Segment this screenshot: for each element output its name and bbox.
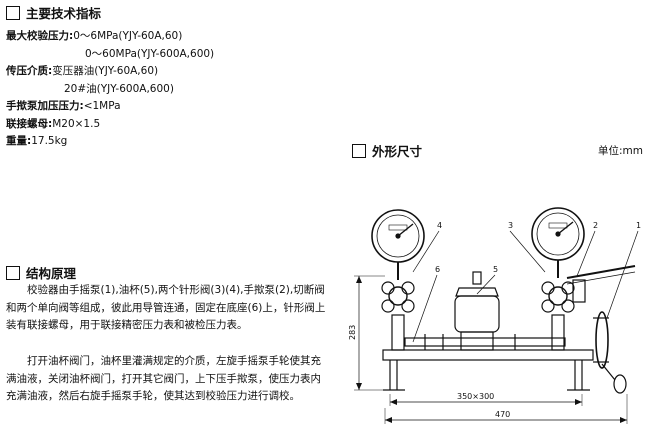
hand-press-lever	[566, 265, 636, 279]
specs-list: 最大校验压力:0～6MPa(YJY-60A,60) 0～60MPa(YJY-60…	[6, 28, 214, 151]
dim-base-label: 350×300	[457, 392, 494, 401]
spec-row: 传压介质:变压器油(YJY-60A,60)	[6, 65, 159, 77]
specs-title: 主要技术指标	[26, 6, 102, 21]
principle-paragraph-1: 校验器由手摇泵(1),油杯(5),两个针形阀(3)(4),手揿泵(2),切断阀和…	[6, 284, 326, 331]
calibrator-drawing: 4 3 2 1 6 5 283 350×300 470	[348, 207, 641, 424]
dim-height-label: 283	[348, 325, 357, 340]
spec-row: 最大校验压力:0～6MPa(YJY-60A,60)	[6, 30, 183, 42]
dimensions-heading: 外形尺寸	[352, 141, 422, 160]
checkbox-icon	[6, 266, 20, 280]
callout-3: 3	[508, 221, 513, 230]
pipeline	[404, 337, 566, 347]
oil-cup	[454, 271, 500, 351]
dim-total-label: 470	[495, 410, 510, 419]
principle-heading: 结构原理	[6, 263, 76, 282]
hand-wheel	[593, 311, 627, 394]
dimensions-title: 外形尺寸	[372, 144, 423, 159]
dimensions-unit: 单位:mm	[598, 145, 643, 157]
spec-row: 重量:17.5kg	[6, 135, 68, 147]
spec-row: 联接螺母:M20×1.5	[6, 117, 101, 130]
spec-row: 20#油(YJY-600A,600)	[64, 82, 174, 95]
base-plate	[382, 349, 594, 361]
principle-paragraph-2: 打开油杯阀门，油杯里灌满规定的介质，左旋手摇泵手轮使其充满油液，关闭油杯阀门，打…	[6, 355, 321, 402]
spec-row: 手揿泵加压压力:<1MPa	[6, 100, 121, 112]
callout-5: 5	[493, 265, 498, 274]
callout-6: 6	[435, 265, 440, 274]
checkbox-icon	[6, 6, 20, 20]
callout-1: 1	[636, 221, 641, 230]
checkbox-icon	[352, 144, 366, 158]
spec-row: 0～60MPa(YJY-600A,600)	[85, 47, 215, 60]
callout-2: 2	[593, 221, 598, 230]
callout-4: 4	[437, 221, 442, 230]
specs-heading: 主要技术指标	[6, 3, 101, 22]
principle-title: 结构原理	[26, 266, 77, 281]
left-needle-valve	[381, 281, 415, 351]
right-needle-valve	[541, 281, 575, 351]
